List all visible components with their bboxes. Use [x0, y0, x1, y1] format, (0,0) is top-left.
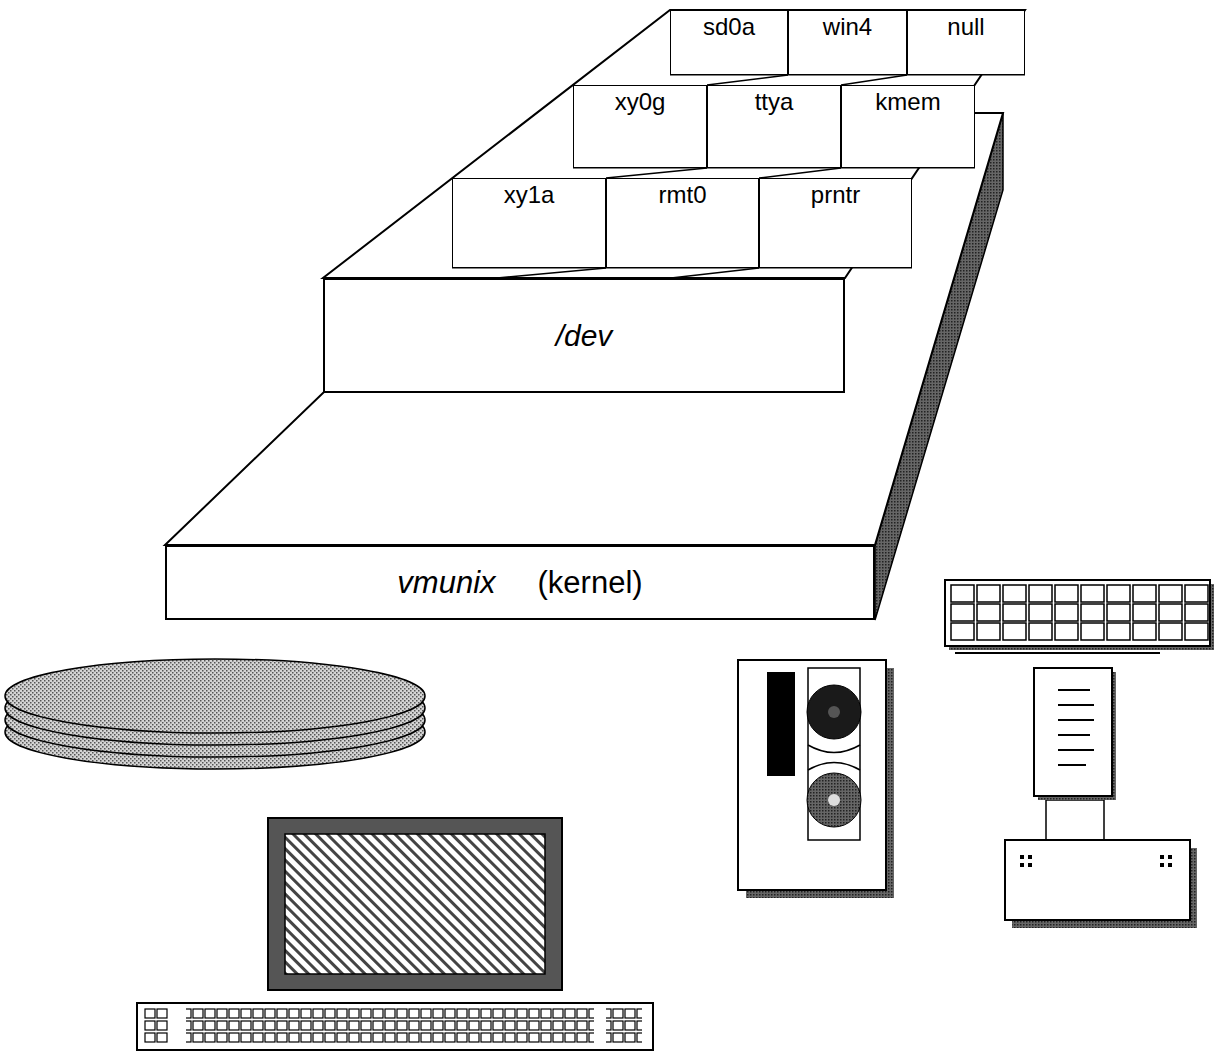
kernel-slab-body-part — [165, 113, 1003, 545]
workstation-keyboard-part — [186, 1008, 594, 1044]
device-name: kmem — [875, 89, 940, 115]
kernel-label: vmunix — [397, 565, 495, 601]
tape-drive-part — [828, 794, 840, 806]
tape-drive-part — [808, 668, 860, 840]
printer-part — [1168, 855, 1172, 859]
workstation-monitor-part — [268, 818, 562, 990]
printer-part — [1058, 764, 1086, 766]
workstation-keyboard-part — [144, 1008, 168, 1044]
tape-drive-part — [807, 685, 861, 739]
tape-drive-part — [808, 745, 860, 753]
disk-stack — [5, 659, 425, 769]
kernel-slab: vmunix (kernel) — [165, 545, 875, 620]
terminal-keyboard-part — [945, 580, 1210, 646]
printer-part — [1058, 689, 1090, 691]
tray-rim-part — [323, 10, 1025, 278]
terminal-keyboard-part — [949, 584, 1214, 650]
device-name: xy1a — [504, 182, 555, 208]
printer-part — [1168, 863, 1172, 867]
kernel-label: (kernel) — [538, 565, 643, 601]
device-name: win4 — [823, 14, 872, 40]
device-file-slot: sd0a — [670, 10, 788, 75]
printer-part — [1046, 800, 1104, 842]
workstation-monitor-part — [285, 834, 545, 974]
tape-drive-part — [767, 672, 795, 776]
printer-part — [1005, 840, 1190, 920]
device-file-slot: prntr — [759, 178, 912, 268]
printer-part — [1058, 704, 1094, 706]
device-name: sd0a — [703, 14, 755, 40]
printer-part — [1058, 734, 1090, 736]
device-name: ttya — [755, 89, 794, 115]
terminal-keyboard-part — [950, 584, 1210, 641]
tape-drive — [738, 660, 894, 898]
device-name: null — [947, 14, 984, 40]
disk-stack-part — [5, 659, 425, 733]
device-file-slot: ttya — [707, 85, 841, 168]
workstation-keyboard-part — [606, 1008, 642, 1044]
directory-label: /dev — [556, 319, 613, 353]
kernel-slab-body — [165, 113, 1003, 620]
tray-rim-part — [707, 75, 788, 85]
device-file-slot: null — [907, 10, 1025, 75]
device-file-slot: kmem — [841, 85, 975, 168]
workstation-keyboard — [137, 1003, 653, 1050]
tray-rim-part — [841, 75, 907, 85]
printer — [1005, 668, 1197, 928]
tray-rim-part — [671, 268, 759, 278]
terminal-keyboard-part — [955, 652, 1160, 654]
tape-drive-part — [738, 660, 886, 890]
printer-part — [1160, 855, 1164, 859]
device-file-slot: rmt0 — [606, 178, 759, 268]
printer-part — [1020, 863, 1024, 867]
dev-directory-tray: /devsd0awin4nullxy0gttyakmemxy1armt0prnt… — [323, 278, 845, 393]
printer-part — [1028, 863, 1032, 867]
workstation-keyboard-part — [137, 1003, 653, 1050]
printer-part — [1020, 855, 1024, 859]
tape-drive-part — [807, 773, 861, 827]
device-file-slot: xy0g — [573, 85, 707, 168]
printer-part — [1058, 719, 1094, 721]
printer-part — [1028, 855, 1032, 859]
printer-part — [1160, 863, 1164, 867]
tray-rim-part — [606, 168, 707, 178]
device-name: prntr — [811, 182, 860, 208]
printer-part — [1034, 668, 1112, 796]
printer-part — [1058, 749, 1094, 751]
workstation-monitor — [268, 818, 562, 990]
tape-drive-part — [808, 763, 860, 771]
device-name: xy0g — [615, 89, 666, 115]
terminal-keyboard — [945, 580, 1214, 653]
tray-rim-part — [497, 268, 606, 278]
device-file-slot: xy1a — [452, 178, 606, 268]
tape-drive-part — [828, 706, 840, 718]
device-name: rmt0 — [659, 182, 707, 208]
device-file-slot: win4 — [788, 10, 907, 75]
tray-rim-part — [759, 168, 841, 178]
tray-rim — [323, 10, 1025, 278]
